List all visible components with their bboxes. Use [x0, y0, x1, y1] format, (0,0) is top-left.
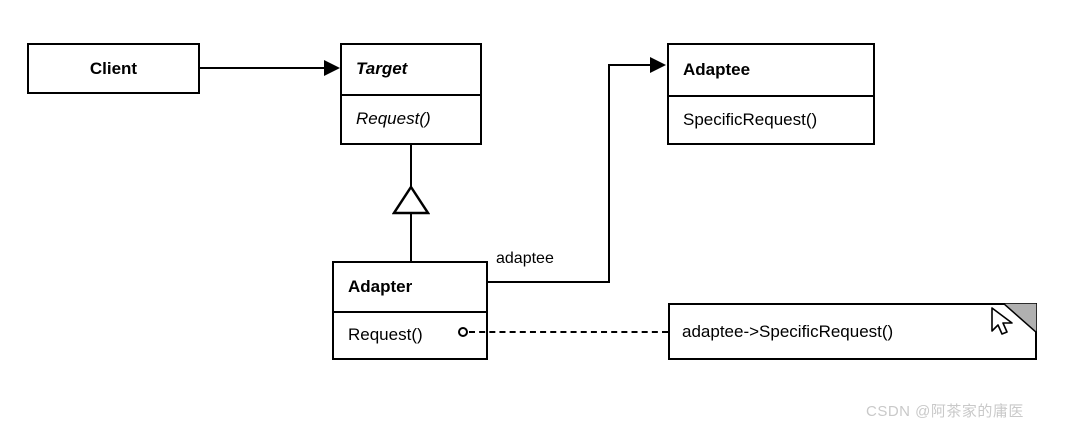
class-box-adaptee[interactable]: Adaptee SpecificRequest() — [667, 43, 875, 145]
note-text: adaptee->SpecificRequest() — [682, 321, 894, 341]
edge-adapter-to-adaptee-arrowhead — [650, 57, 666, 73]
edge-label-adaptee: adaptee — [496, 250, 554, 267]
edge-request-to-note-dashed — [469, 331, 668, 333]
class-name-client: Client — [89, 58, 138, 78]
note-box-adaptee-specificrequest[interactable]: adaptee->SpecificRequest() — [668, 303, 1037, 360]
edge-adapter-to-adaptee-h2 — [608, 64, 652, 66]
mouse-cursor-icon — [991, 307, 1013, 335]
note-fold-corner-icon — [1001, 303, 1037, 335]
class-name-adapter: Adapter — [348, 276, 413, 296]
edge-generalization-lower-stem — [410, 212, 412, 262]
class-box-adapter[interactable]: Adapter Request() — [332, 261, 488, 360]
class-box-client[interactable]: Client — [27, 43, 200, 94]
generalization-triangle-icon — [392, 185, 430, 215]
note-box-body — [668, 303, 1037, 360]
edge-adapter-to-adaptee-h1 — [487, 281, 610, 283]
class-operation-adapter-request: Request() — [334, 310, 486, 358]
edge-generalization-upper-stem — [410, 145, 412, 187]
class-operation-target-request: Request() — [342, 93, 480, 143]
watermark-credit: CSDN @阿茶家的庸医 — [866, 403, 1024, 420]
edge-client-to-target-line — [200, 67, 326, 69]
class-operation-adaptee-specificrequest: SpecificRequest() — [669, 94, 873, 143]
class-box-target[interactable]: Target Request() — [340, 43, 482, 145]
class-name-target: Target — [356, 59, 408, 79]
class-name-adaptee: Adaptee — [683, 59, 751, 79]
note-anchor-circle-icon — [458, 327, 468, 337]
edge-adapter-to-adaptee-riser — [608, 64, 610, 283]
edge-client-to-target-arrowhead — [324, 60, 340, 76]
